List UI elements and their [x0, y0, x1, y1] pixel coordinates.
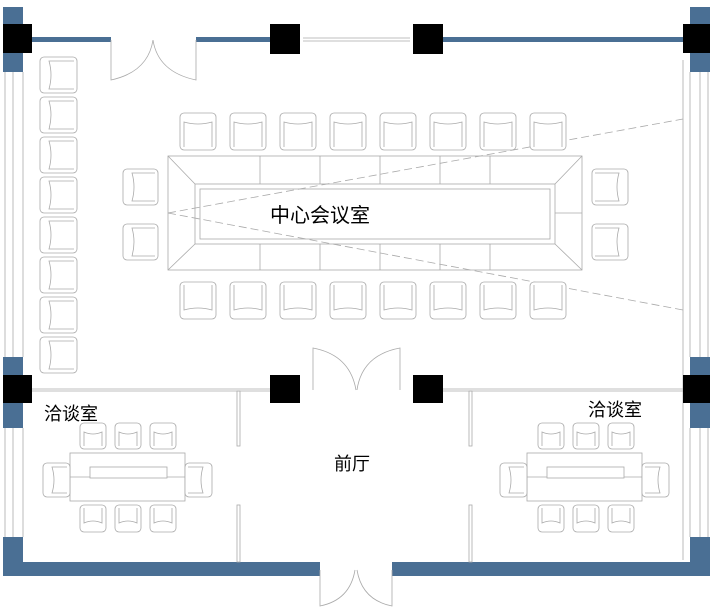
- room-label-lobby: 前厅: [334, 454, 370, 475]
- chair-icon: [114, 422, 142, 450]
- glass-walls: [4, 37, 709, 563]
- chair-icon: [529, 112, 567, 151]
- chair-icon: [39, 256, 78, 294]
- chair-icon: [529, 281, 567, 320]
- walls: [3, 7, 710, 576]
- chair-icon: [379, 112, 417, 151]
- chair-icon: [479, 112, 517, 151]
- chair-icon: [184, 462, 213, 498]
- chair-icon: [329, 112, 367, 151]
- chair-icon: [122, 168, 159, 206]
- doors[interactable]: [110, 39, 401, 607]
- chair-icon: [42, 462, 71, 498]
- chair-icon: [229, 112, 267, 151]
- conference-table: [167, 118, 684, 311]
- pillars: [3, 24, 710, 403]
- chair-icon: [39, 296, 78, 334]
- room-label-negotiation-left: 洽谈室: [44, 404, 98, 425]
- chair-icon: [149, 422, 177, 450]
- chair-icon: [229, 281, 267, 320]
- door-entrance: [319, 569, 393, 607]
- chair-icon: [572, 504, 600, 533]
- chair-icon: [279, 281, 317, 320]
- chair-icon: [479, 281, 517, 320]
- chair-icon: [379, 281, 417, 320]
- chair-icon: [607, 422, 635, 450]
- chair-icon: [149, 504, 177, 533]
- chair-icon: [39, 216, 78, 254]
- chair-icon: [39, 336, 78, 374]
- chair-icon: [39, 56, 78, 94]
- chair-icon: [39, 176, 78, 214]
- chair-icon: [329, 281, 367, 320]
- chair-icon: [591, 223, 629, 261]
- chair-icon: [79, 504, 107, 533]
- chair-icon: [429, 112, 467, 151]
- chair-icon: [79, 422, 107, 450]
- room-label-negotiation-right: 洽谈室: [588, 400, 642, 421]
- chair-icon: [607, 504, 635, 533]
- room-label-central-meeting: 中心会议室: [270, 203, 370, 227]
- chair-icon: [179, 281, 217, 320]
- door-lobby: [312, 347, 401, 391]
- chair-icon: [499, 462, 528, 498]
- chair-icon: [572, 422, 600, 450]
- chairs: [39, 56, 670, 533]
- chair-icon: [537, 422, 565, 450]
- chair-icon: [114, 504, 142, 533]
- chair-icon: [39, 96, 78, 134]
- chair-icon: [122, 223, 159, 261]
- chair-icon: [641, 462, 670, 498]
- chair-icon: [537, 504, 565, 533]
- chair-icon: [179, 112, 217, 151]
- door-top: [110, 39, 197, 81]
- chair-icon: [279, 112, 317, 151]
- chair-icon: [429, 281, 467, 320]
- chair-icon: [39, 136, 78, 174]
- chair-icon: [591, 168, 629, 206]
